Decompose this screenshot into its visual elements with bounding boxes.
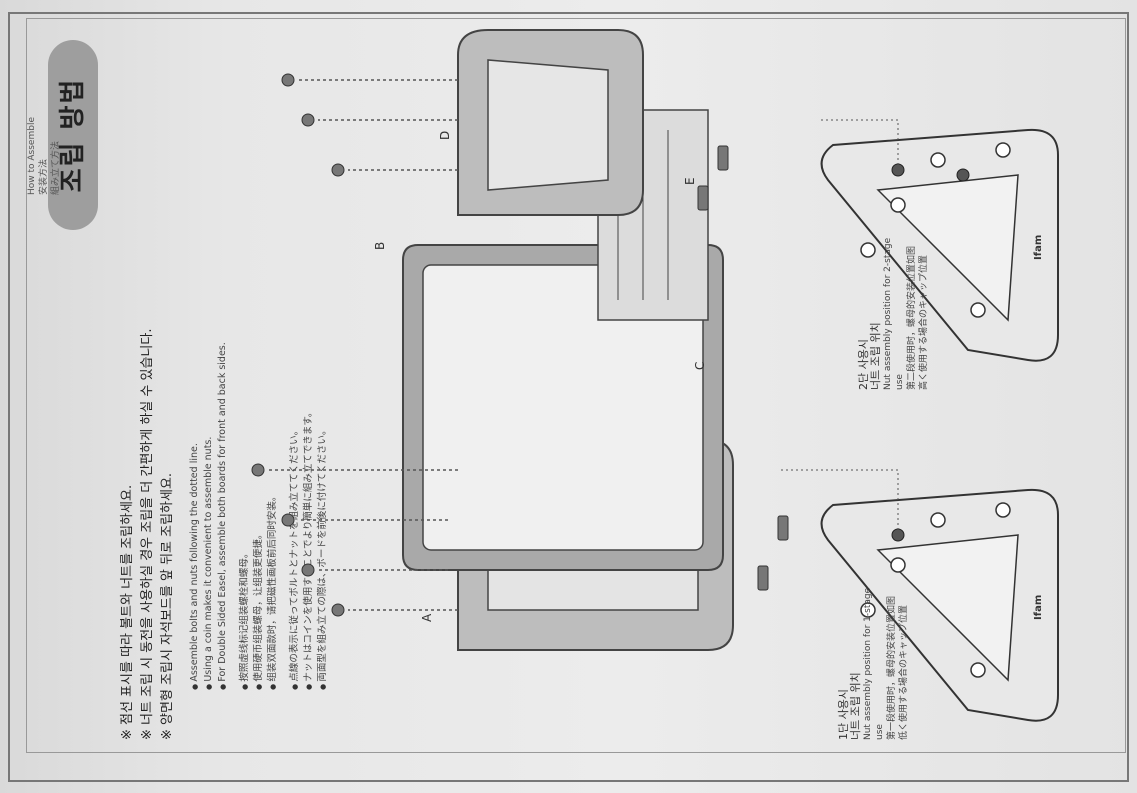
outer-border	[8, 12, 1129, 782]
brand-logo-2: Ifam	[1033, 234, 1044, 260]
label-b: B	[373, 241, 387, 250]
caption-1-ja: 低く使用する場合のキャップ位置	[899, 604, 909, 740]
inner-border	[26, 18, 1126, 753]
caption-2-en: Nut assembly position for 2-stage use	[883, 237, 905, 390]
rotated-content: 조립 방법 How to Assemble 安装方法 組み立て方法 ※ 점선 표…	[18, 0, 1118, 770]
brand-logo-1: Ifam	[1033, 594, 1044, 620]
caption-2-ja: 高く使用する場合のキャップ位置	[919, 254, 929, 390]
label-a: A	[420, 613, 434, 622]
assembly-diagram	[251, 29, 1059, 722]
caption-2-ko-sub: 너트 조립 위치	[869, 322, 882, 390]
caption-1-stage: 1단 사용시 너트 조립 위치 Nut assembly position fo…	[837, 580, 910, 740]
caption-2-stage: 2단 사용시 너트 조립 위치 Nut assembly position fo…	[857, 220, 930, 390]
caption-1-zh: 第一段使用时，螺母的安装位置如图	[887, 595, 897, 740]
caption-2-zh: 第二段使用时，螺母的安装位置如图	[907, 245, 917, 390]
caption-1-ko-sub: 너트 조립 위치	[849, 672, 862, 740]
label-d: D	[438, 130, 452, 140]
caption-1-en: Nut assembly position for 1-stage use	[863, 587, 885, 740]
label-c: C	[693, 361, 707, 370]
label-e: E	[683, 177, 697, 185]
